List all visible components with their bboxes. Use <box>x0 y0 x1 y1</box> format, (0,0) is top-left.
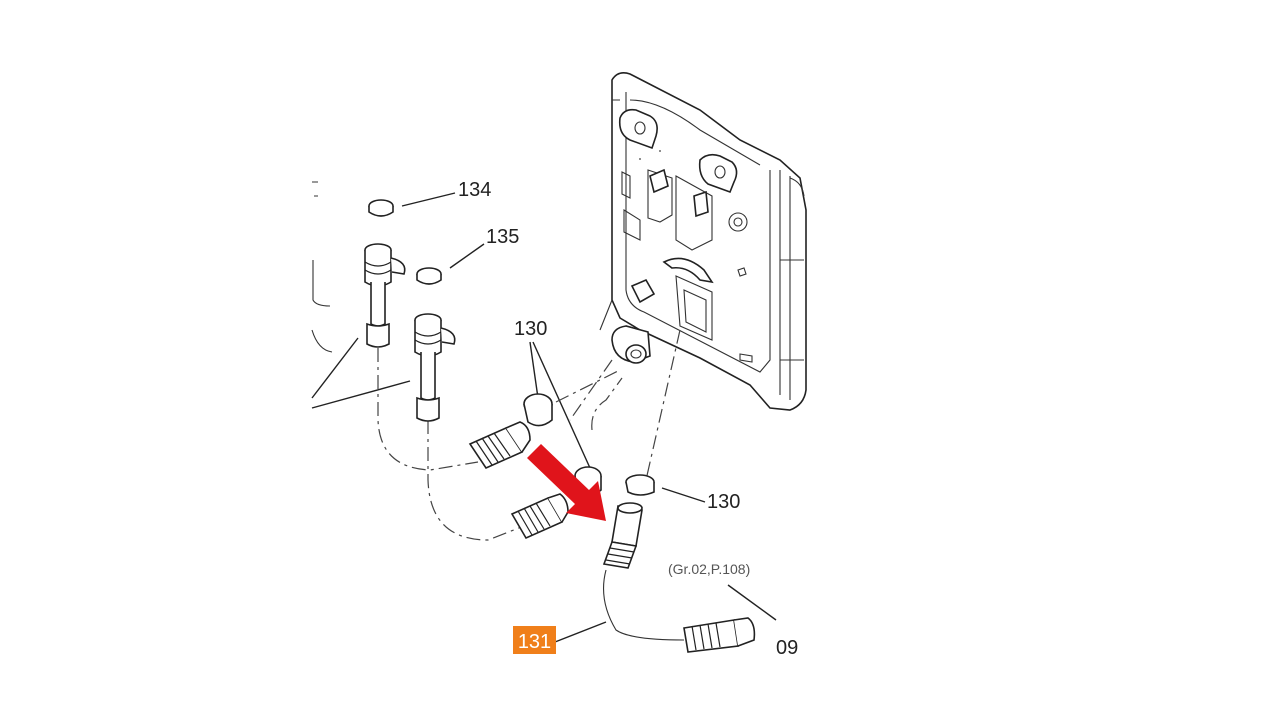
hose-connector-lower <box>510 493 569 540</box>
callout-130-right: 130 <box>707 491 740 513</box>
part-134 <box>364 199 406 348</box>
machine-body <box>599 72 807 411</box>
hose-paths <box>377 329 685 641</box>
callout-134: 134 <box>458 179 491 201</box>
part-130-sleeves <box>523 393 655 497</box>
corner-number: 09 <box>776 637 798 659</box>
leader-lines <box>311 192 777 643</box>
callout-131: 131 <box>518 631 551 653</box>
highlight-badge-131: 131 <box>513 626 556 654</box>
reference-note: (Gr.02,P.108) <box>668 561 750 577</box>
hose-connector-upper <box>468 421 531 470</box>
red-direction-arrow <box>527 444 606 521</box>
left-machine-outline <box>311 181 333 353</box>
callout-135: 135 <box>486 226 519 248</box>
part-135 <box>414 267 456 422</box>
part-131-hose <box>602 502 756 653</box>
callout-130-top: 130 <box>514 318 547 340</box>
